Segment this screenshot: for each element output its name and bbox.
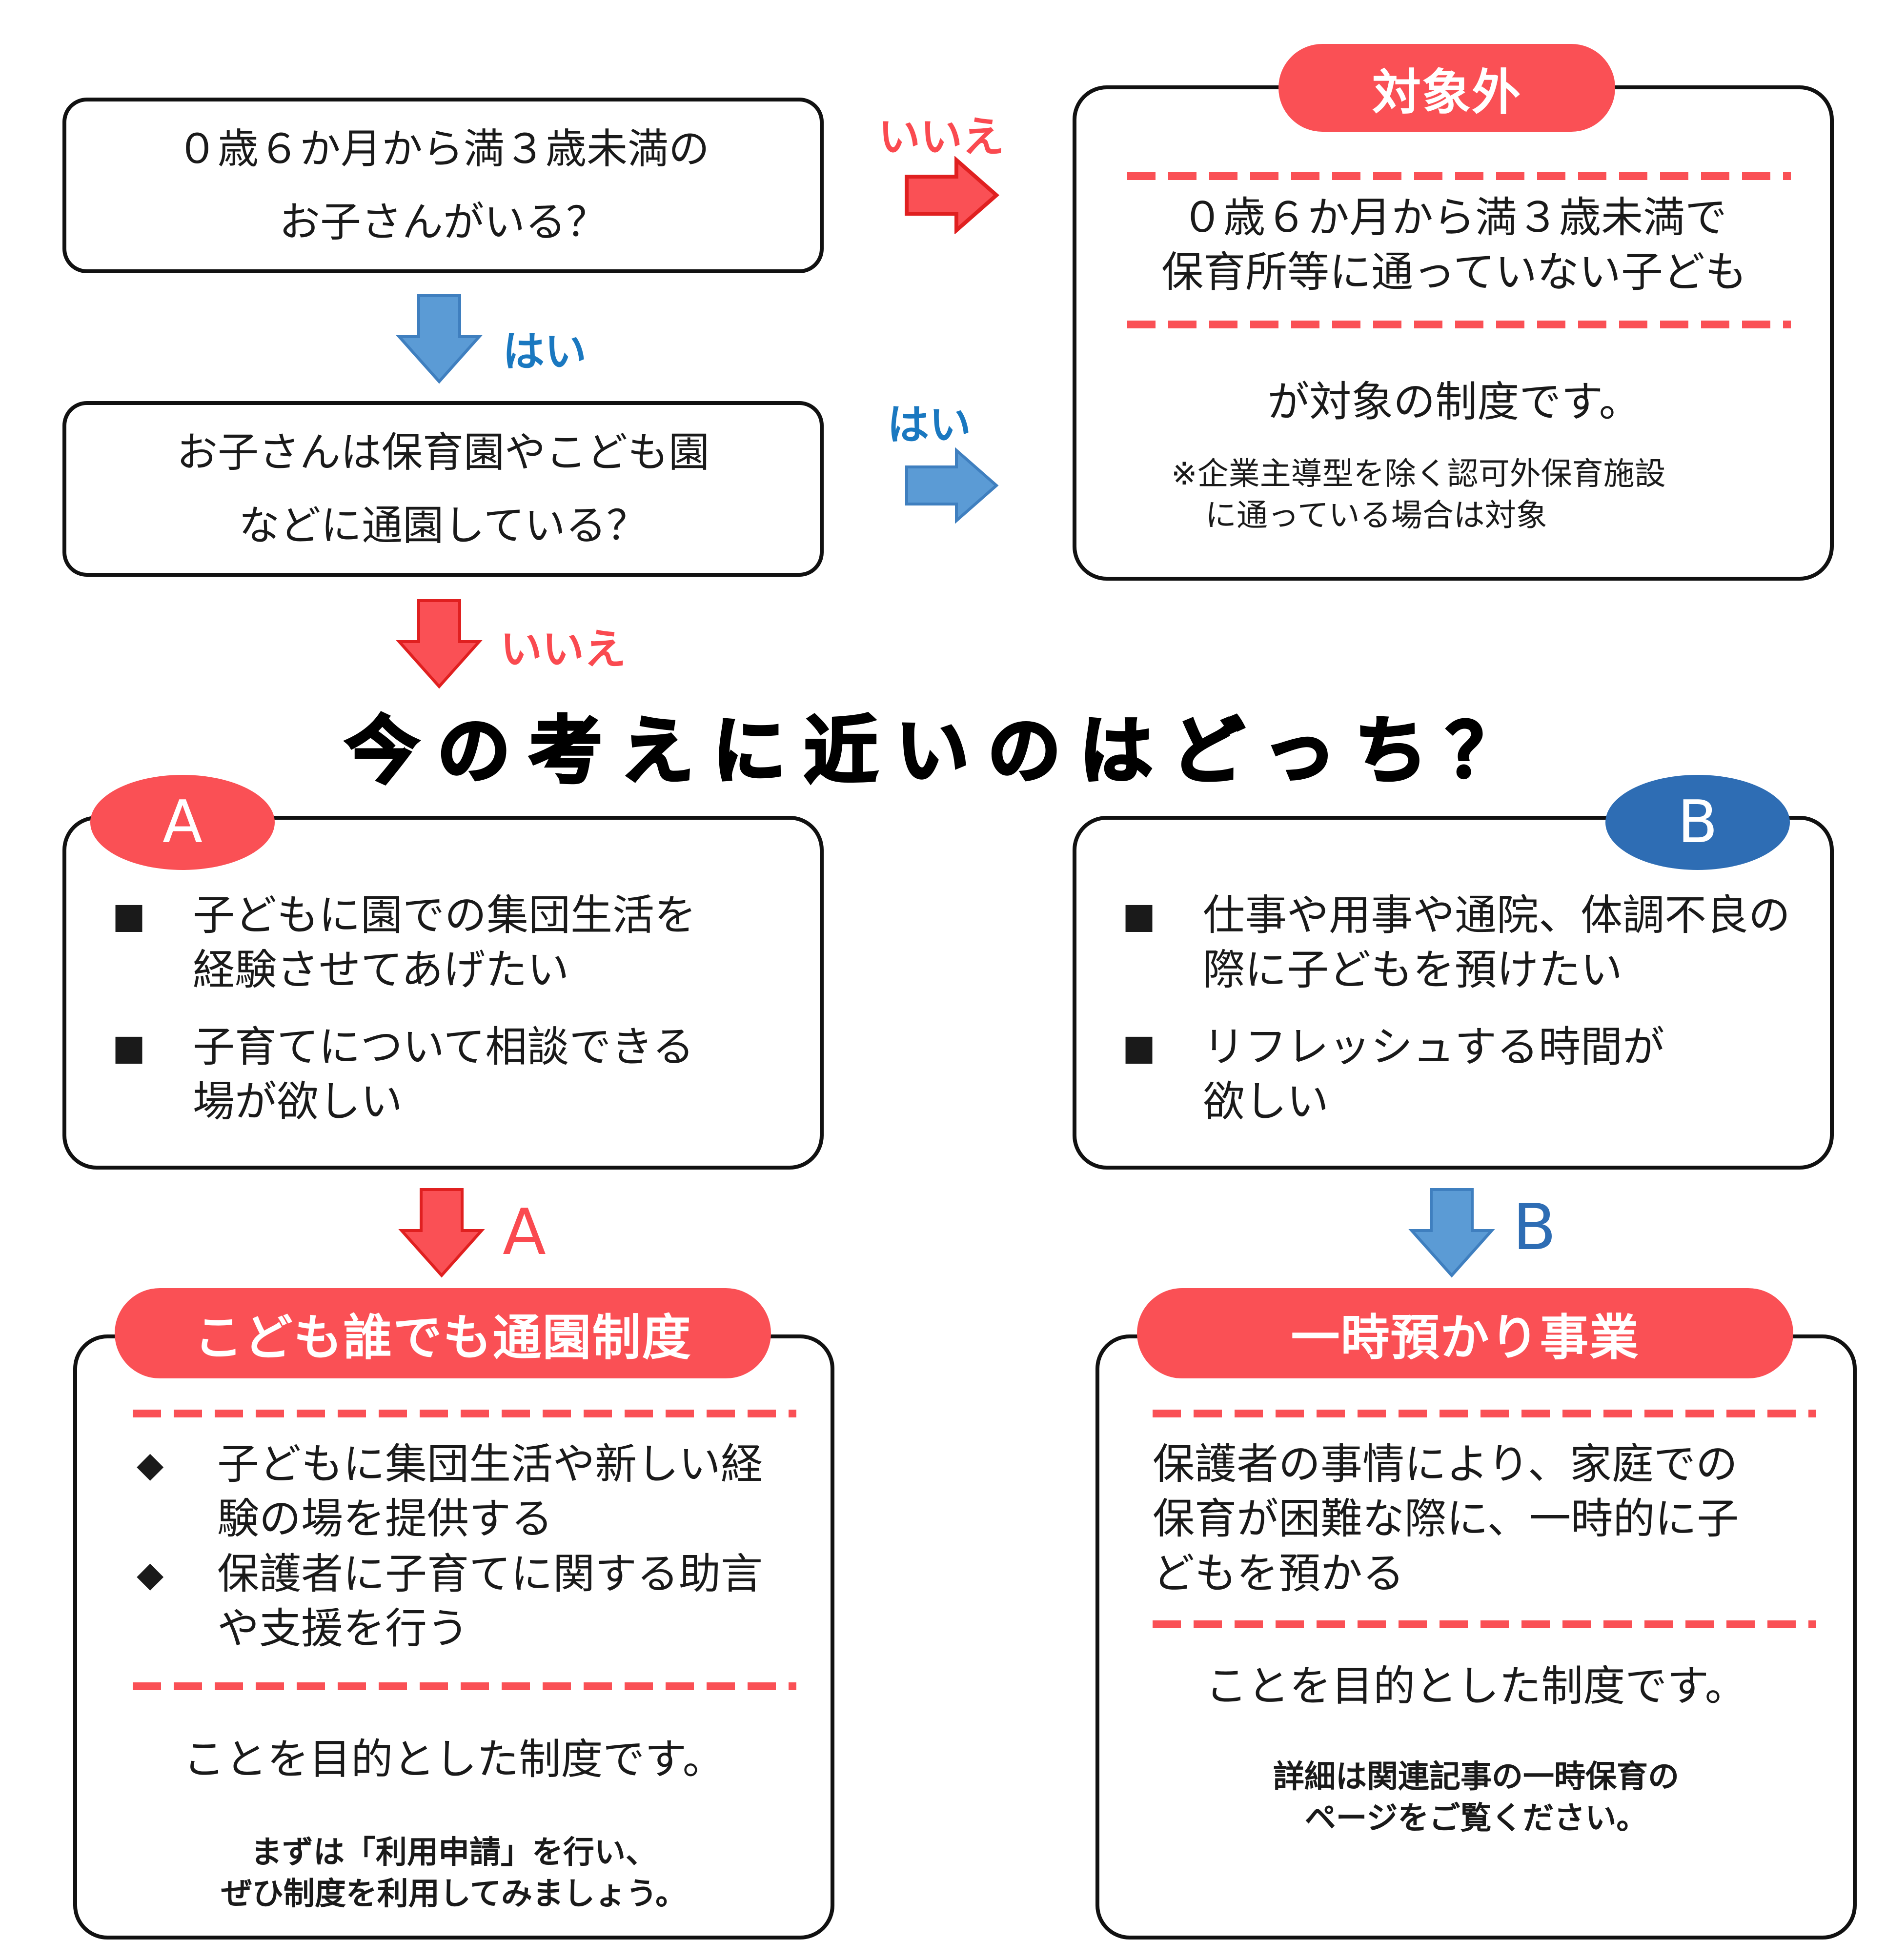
label-yes-right: はい [887,401,971,449]
arrow-down-red-icon [396,599,483,689]
result-b-note-line2: ページをご覧ください。 [1304,1800,1648,1837]
central-question: 今の考えに近いのはどっち？ [344,707,1538,795]
option-b-badge: B [1605,775,1790,870]
result-a-note-line2: ぜひ制度を利用してみましょう。 [221,1876,687,1912]
square-bullet-icon: ■ [1122,1027,1156,1068]
result-a-item2-line1: 保護者に子育てに関する助言 [217,1550,763,1598]
excluded-note-line2: に通っている場合は対象 [1205,498,1547,534]
excluded-line1: ０歳６か月から満３歳未満で [1181,193,1727,242]
excluded-line3: が対象の制度です。 [1267,378,1641,426]
excluded-title: 対象外 [1278,44,1615,132]
result-a-divider-bottom [133,1682,796,1691]
excluded-divider-top [1127,172,1791,181]
diamond-bullet-icon: ◆ [137,1554,164,1595]
question-attending-line1: お子さんは保育園やこども園 [176,428,710,476]
square-bullet-icon: ■ [1122,895,1156,936]
option-a-item2-line2: 場が欲しい [193,1077,403,1126]
excluded-note-line1: ※企業主導型を除く認可外保育施設 [1171,456,1666,492]
square-bullet-icon: ■ [112,1027,146,1068]
option-a-item: ■ 子どもに園での集団生活を 経験させてあげたい [112,888,795,997]
excluded-divider-bottom [1127,320,1791,329]
result-a-item2-line2: や支援を行う [217,1604,469,1653]
question-age-line2: お子さんがいる？ [279,198,607,246]
option-b-item1-line2: 際に子どもを預けたい [1203,946,1622,994]
option-b-item1-line1: 仕事や用事や通院、体調不良の [1203,891,1790,940]
option-b-box [1073,816,1834,1170]
result-b-line3: どもを預かる [1153,1549,1404,1598]
arrow-down-blue-icon [396,294,483,384]
option-a-badge: A [90,775,275,870]
result-b-note-line1: 詳細は関連記事の一時保育の [1273,1759,1679,1795]
result-a-item: ◆ 保護者に子育てに関する助言 や支援を行う [137,1547,820,1656]
result-b-title: 一時預かり事業 [1137,1288,1793,1378]
result-a-purpose: ことを目的とした制度です。 [183,1735,725,1784]
excluded-box [1073,85,1834,581]
option-b-item2-line2: 欲しい [1203,1077,1329,1126]
question-box-attending: お子さんは保育園やこども園 などに通園している？ [62,401,824,577]
result-b-divider-bottom [1153,1620,1816,1629]
label-b-arrow: B [1513,1190,1557,1264]
option-b-item: ■ 仕事や用事や通院、体調不良の 際に子どもを預けたい [1122,888,1820,997]
result-b-line2: 保育が困難な際に、一時的に子 [1153,1495,1739,1543]
result-a-divider-top [133,1409,796,1418]
result-b-purpose: ことを目的とした制度です。 [1205,1662,1747,1711]
result-a-note-line1: まずは「利用申請」を行い、 [251,1835,657,1871]
arrow-down-red-icon [398,1188,485,1278]
question-attending-line2: などに通園している？ [239,502,648,549]
question-age-line1: ０歳６か月から満３歳未満の [176,125,710,173]
square-bullet-icon: ■ [112,895,146,936]
option-b-item: ■ リフレッシュする時間が 欲しい [1122,1020,1820,1129]
result-a-item1-line2: 験の場を提供する [217,1495,553,1543]
result-b-box [1095,1334,1857,1940]
option-a-item2-line1: 子育てについて相談できる [193,1023,694,1071]
result-a-title: こども誰でも通園制度 [115,1288,771,1378]
option-b-item2-line1: リフレッシュする時間が [1203,1023,1664,1071]
label-no-down: いいえ [500,625,626,674]
result-a-item: ◆ 子どもに集団生活や新しい経 験の場を提供する [137,1437,820,1546]
label-a-arrow: A [503,1195,546,1269]
arrow-down-blue-icon [1408,1188,1495,1278]
label-no-right: いいえ [878,113,1004,162]
option-a-item1-line1: 子どもに園での集団生活を [193,891,696,940]
option-a-item: ■ 子育てについて相談できる 場が欲しい [112,1020,795,1129]
option-a-item1-line2: 経験させてあげたい [193,946,569,994]
question-box-age: ０歳６か月から満３歳未満の お子さんがいる？ [62,98,824,273]
result-a-item1-line1: 子どもに集団生活や新しい経 [217,1440,763,1489]
label-yes-down: はい [503,327,587,376]
excluded-line2: 保育所等に通っていない子ども [1161,248,1747,297]
result-b-line1: 保護者の事情により、家庭での [1153,1440,1738,1489]
arrow-right-blue-icon [905,447,999,524]
diamond-bullet-icon: ◆ [137,1444,164,1485]
result-b-divider-top [1153,1409,1816,1418]
arrow-right-red-icon [905,156,1000,234]
option-a-box [62,816,824,1170]
